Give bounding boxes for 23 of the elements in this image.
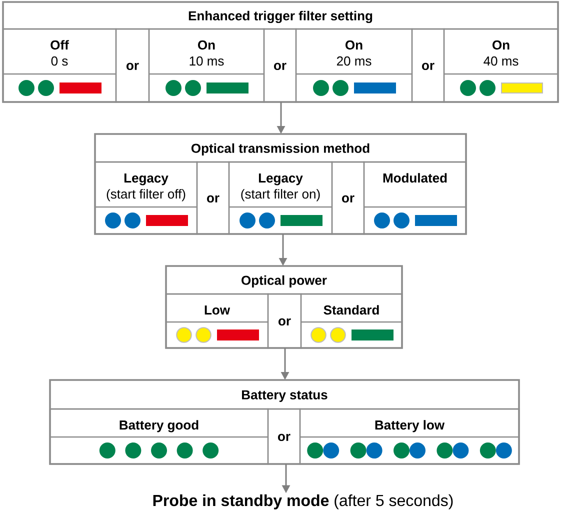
or-cell: or: [267, 408, 301, 465]
table-heading: Battery status: [242, 390, 328, 402]
or-cell: or: [411, 28, 445, 103]
table-heading: Optical power: [242, 275, 327, 288]
option-cell: Off 0 s: [2, 28, 117, 103]
option-cell: Low: [165, 293, 269, 349]
option-cell: Standard: [300, 293, 403, 349]
or-cell: or: [331, 161, 365, 235]
option-cell: On 10 ms: [148, 28, 265, 103]
option-cell: Legacy (start filter off): [94, 161, 198, 235]
or-cell: or: [263, 28, 297, 103]
or-cell: or: [115, 28, 150, 103]
option-cell: Legacy (start filter on): [228, 161, 333, 235]
option-cell: Battery good: [49, 408, 269, 465]
option-cell: Battery low: [299, 408, 520, 465]
result-text: Probe in standby mode (after 5 seconds): [153, 494, 453, 510]
option-cell: On 40 ms: [443, 28, 559, 103]
table-heading: Optical transmission method: [191, 143, 370, 156]
option-cell: Modulated: [363, 161, 467, 235]
or-cell: or: [196, 161, 230, 235]
table-heading: Enhanced trigger filter setting: [188, 10, 372, 24]
option-cell: On 20 ms: [295, 28, 413, 103]
or-cell: or: [267, 293, 302, 349]
